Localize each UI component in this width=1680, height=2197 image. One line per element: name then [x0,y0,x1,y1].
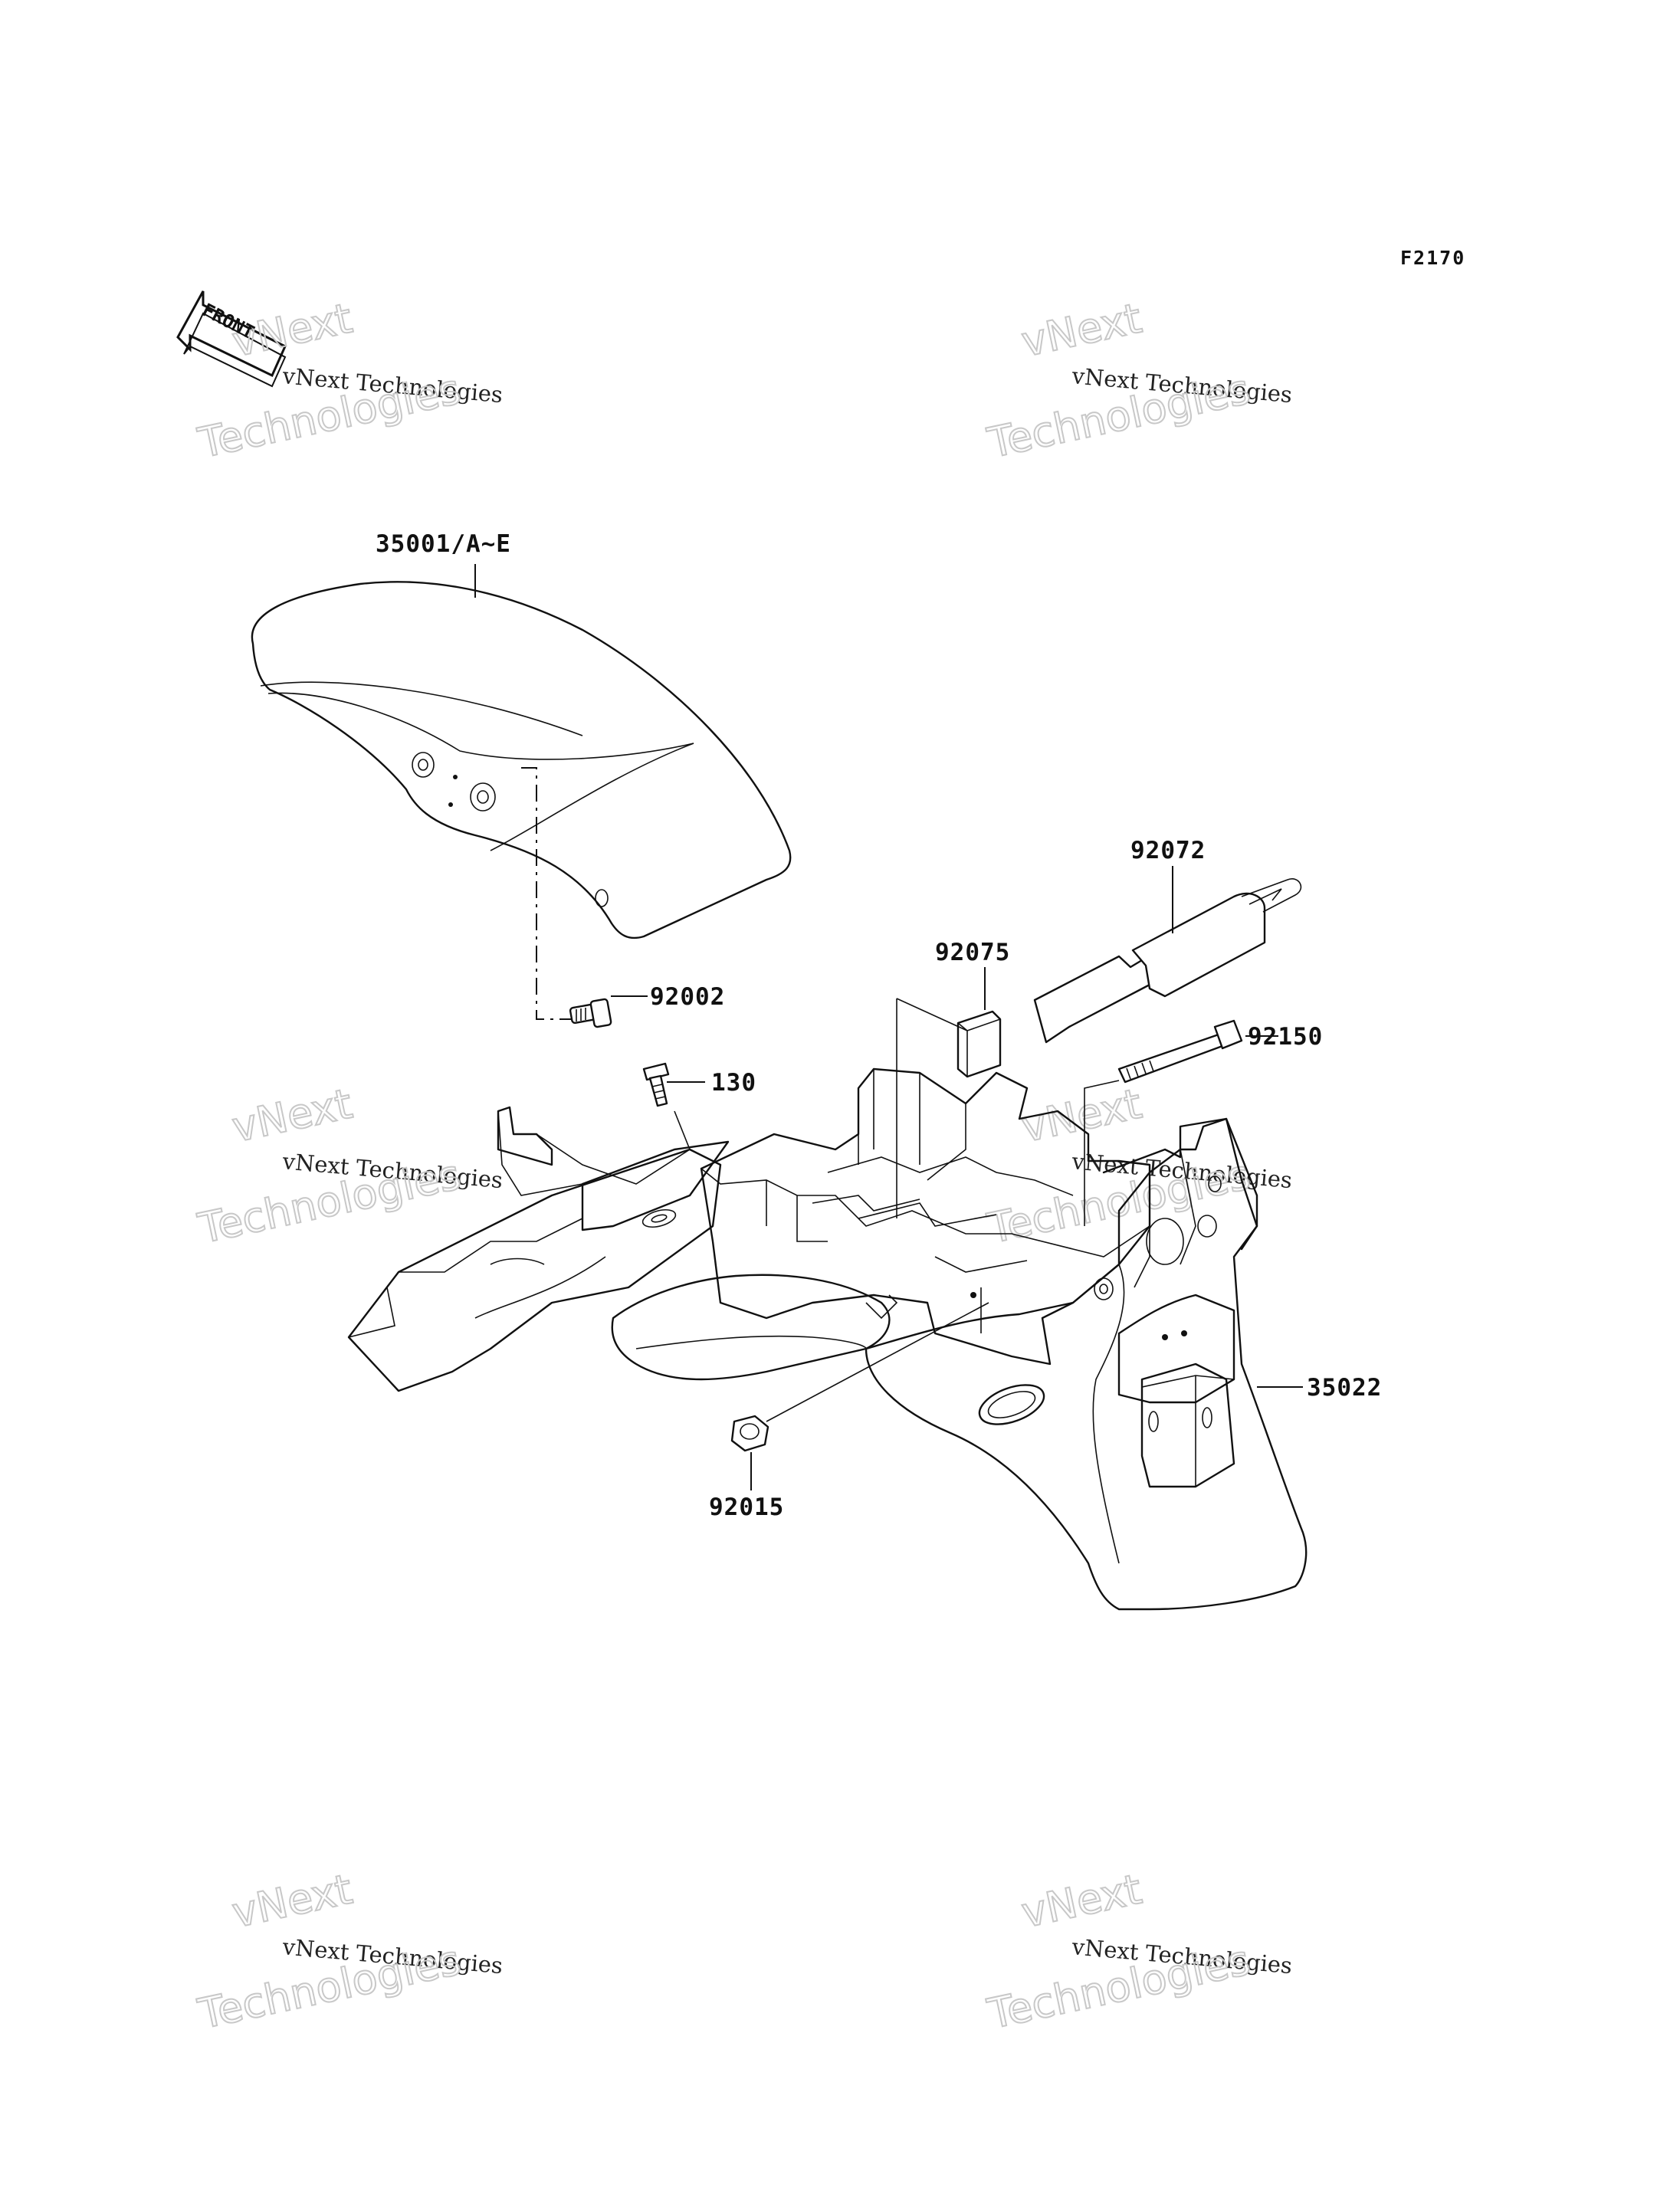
label-92015: 92015 [709,1494,784,1521]
bolt-92002-icon [569,998,612,1028]
assembly-line-92150 [1084,1080,1120,1226]
watermark-mid-right: vNext vNext Technologies Technologies [983,1079,1293,1254]
assembly-line-130 [674,1110,691,1150]
watermark-top-right: vNext vNext Technologies Technologies [983,293,1293,469]
label-92150: 92150 [1248,1023,1323,1051]
watermark-top-left: vNext vNext Technologies Technologies [193,293,504,469]
assembly-line-92075-a [896,998,968,1031]
bolt-130-icon [642,1062,670,1107]
assembly-line-92002 [521,767,575,1020]
strap-92072-icon [1033,878,1302,1044]
label-92075: 92075 [935,939,1010,966]
watermark-line1: vNext [228,1865,356,1937]
watermark-line1: vNext [1018,1865,1146,1937]
assembly-line-92015 [766,1302,989,1422]
label-35022: 35022 [1307,1374,1382,1402]
bolt-92150-icon [1117,1019,1243,1084]
damper-92075-icon [956,1010,1002,1078]
watermark-line1: vNext [228,294,356,366]
watermark-line1: vNext [228,1080,356,1152]
label-92002: 92002 [650,983,725,1011]
nut-92015-icon [730,1415,769,1452]
label-92072: 92072 [1130,837,1206,864]
watermark-line1: vNext [1018,294,1146,366]
label-130: 130 [711,1069,756,1097]
rear-fender [347,1067,1308,1611]
watermark-bottom-right: vNext vNext Technologies Technologies [983,1864,1293,2040]
figure-code: F2170 [1400,247,1465,269]
label-35001: 35001/A~E [376,530,511,558]
watermark-bottom-left: vNext vNext Technologies Technologies [193,1864,504,2040]
front-fender [251,581,792,939]
watermark-mid-left: vNext vNext Technologies Technologies [193,1079,504,1254]
